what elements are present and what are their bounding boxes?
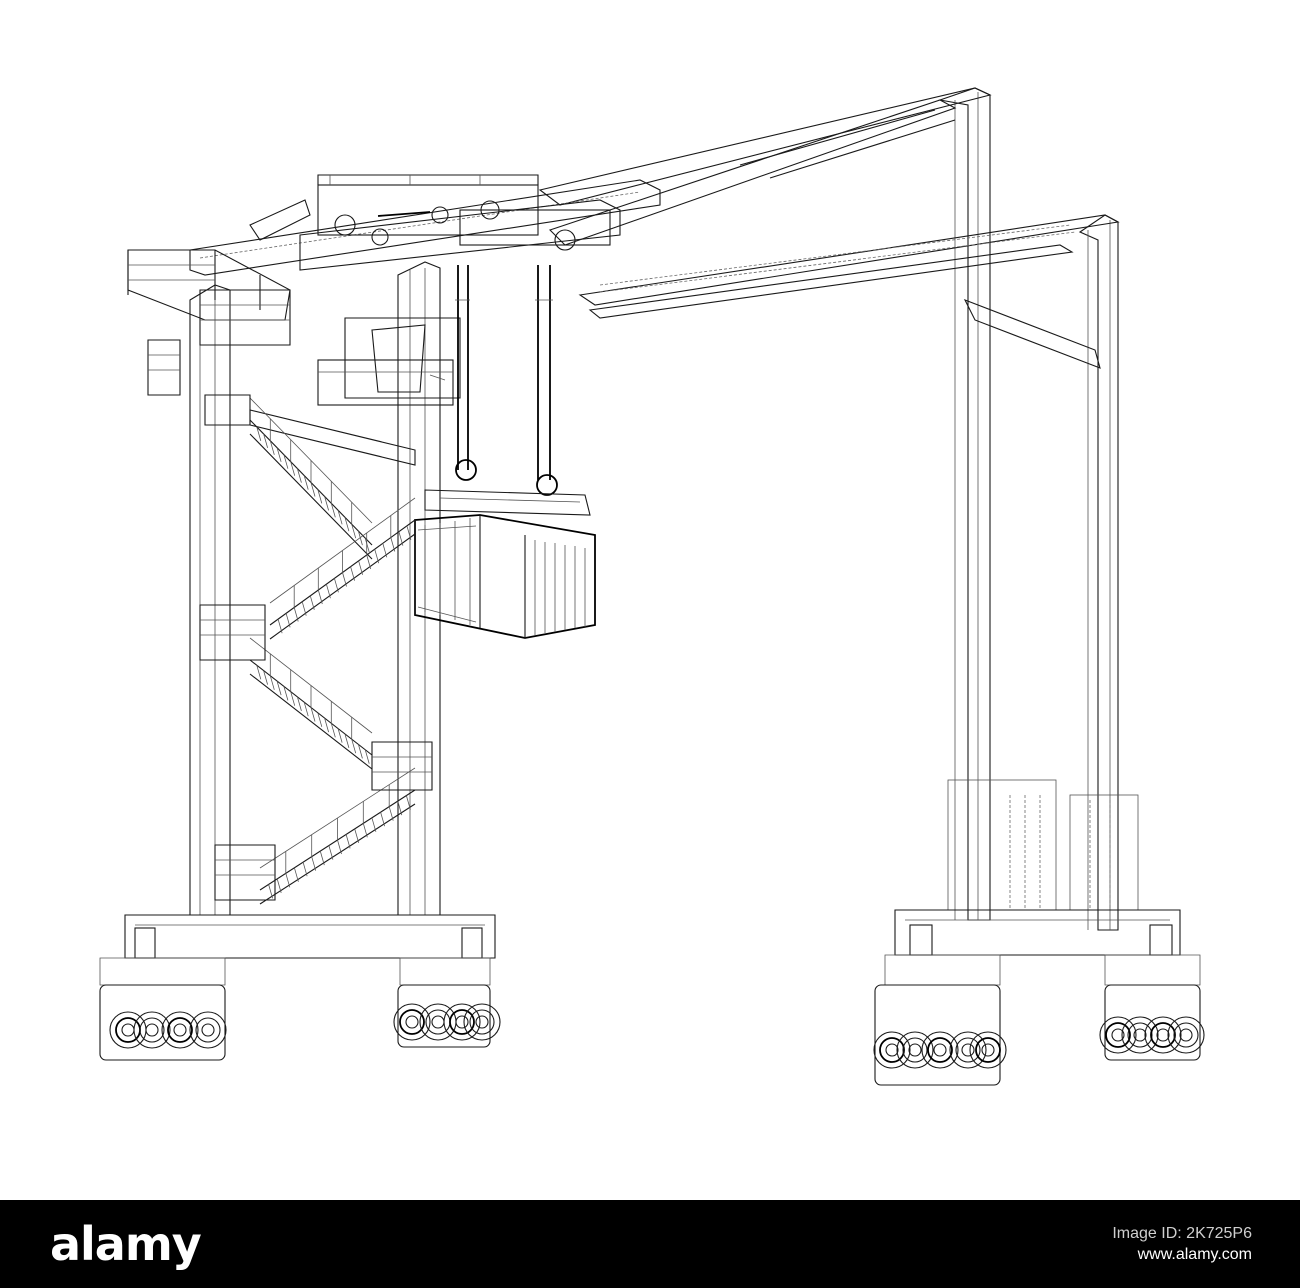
- wheel-ring: [475, 1015, 489, 1029]
- wheel-ring: [908, 1043, 922, 1057]
- wheel-ring: [1173, 1022, 1199, 1048]
- stair-landings: [199, 394, 433, 901]
- crane-illustration: [99, 87, 1205, 1086]
- wheel-ring: [1144, 1016, 1182, 1054]
- wheel-groups: [99, 984, 1205, 1086]
- wheel-ring: [981, 1043, 995, 1057]
- wheel-ring: [173, 1023, 187, 1037]
- wheel-ring: [1156, 1028, 1170, 1042]
- wheel-ring: [463, 1003, 501, 1041]
- wheel-ring: [133, 1011, 171, 1049]
- wheel-ring: [969, 1031, 1007, 1069]
- wheel-ring: [449, 1009, 475, 1035]
- wheel-ring: [443, 1003, 481, 1041]
- wheel-ring: [121, 1023, 135, 1037]
- wheel-ring: [189, 1011, 227, 1049]
- wheel-ring: [455, 1015, 469, 1029]
- upper-platforms: [127, 199, 311, 396]
- brand-logo: alamy: [50, 1217, 202, 1271]
- left-gantry-frame: [189, 179, 661, 916]
- wheel-ring: [1150, 1022, 1176, 1048]
- wheel-ring: [167, 1017, 193, 1043]
- wheel-ring: [1111, 1028, 1125, 1042]
- wheel-ring: [885, 1043, 899, 1057]
- stair-flight-line: [269, 533, 416, 640]
- spreader: [424, 459, 591, 516]
- wheel-ring: [873, 1031, 911, 1069]
- wheel-ring: [902, 1037, 928, 1063]
- wheel-ring: [1127, 1022, 1153, 1048]
- wheel-ring: [431, 1015, 445, 1029]
- wheel-ring: [1167, 1016, 1205, 1054]
- wheel-ring: [921, 1031, 959, 1069]
- stair-flight-line: [268, 784, 411, 899]
- wheel-ring: [961, 1043, 975, 1057]
- wheel-ring: [949, 1031, 987, 1069]
- right-bogie: [884, 909, 1201, 986]
- trolley: [317, 174, 611, 251]
- right-gantry-frame: [538, 87, 1120, 931]
- ghost-containers: [947, 779, 1139, 911]
- watermark-footer: alamy Image ID: 2K725P6 www.alamy.com: [0, 1200, 1300, 1288]
- wheel-ring: [1133, 1028, 1147, 1042]
- wheel-ring: [139, 1017, 165, 1043]
- wheel-ring: [927, 1037, 953, 1063]
- wheel-ring: [879, 1037, 905, 1063]
- image-id-label: Image ID: 2K725P6: [1112, 1224, 1252, 1242]
- wheel-ring: [201, 1023, 215, 1037]
- wheel-housing: [397, 984, 491, 1048]
- wheel-housing: [99, 984, 226, 1061]
- stair-flight-line: [259, 803, 416, 905]
- wheel-ring: [1099, 1016, 1137, 1054]
- stair-flight-line: [256, 653, 370, 764]
- wheel-ring: [405, 1015, 419, 1029]
- stair-flight-line: [249, 673, 373, 770]
- wheel-ring: [145, 1023, 159, 1037]
- wheel-ring: [1105, 1022, 1131, 1048]
- wheel-ring: [955, 1037, 981, 1063]
- wheel-ring: [469, 1009, 495, 1035]
- wheel-ring: [161, 1011, 199, 1049]
- stair-flight-line: [256, 418, 370, 553]
- wheel-ring: [393, 1003, 431, 1041]
- wheel-ring: [933, 1043, 947, 1057]
- hoist-ropes: [455, 265, 553, 480]
- footer-info: Image ID: 2K725P6 www.alamy.com: [1112, 1225, 1252, 1264]
- wheel-ring: [195, 1017, 221, 1043]
- wheel-ring: [896, 1031, 934, 1069]
- wheel-ring: [1179, 1028, 1193, 1042]
- operator-cab: [317, 317, 461, 406]
- stair-flight-line: [277, 515, 412, 634]
- wheel-ring: [399, 1009, 425, 1035]
- site-url: www.alamy.com: [1137, 1245, 1252, 1263]
- wheel-ring: [1121, 1016, 1159, 1054]
- wheel-housing: [874, 984, 1001, 1086]
- wheel-ring: [975, 1037, 1001, 1063]
- left-bogie: [99, 914, 496, 986]
- staircases: [249, 397, 416, 905]
- container: [414, 514, 596, 639]
- stair-flight-line: [249, 433, 373, 560]
